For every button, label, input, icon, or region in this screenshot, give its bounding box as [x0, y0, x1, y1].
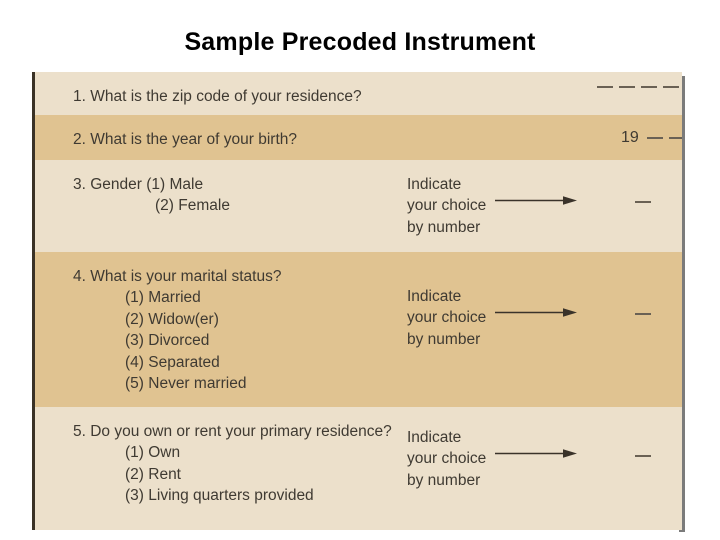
- question-4-option-2[interactable]: (2) Widow(er): [125, 310, 219, 328]
- indicate-instruction: Indicate your choice by number: [407, 286, 597, 350]
- question-4-option-3[interactable]: (3) Divorced: [125, 332, 210, 350]
- choice-blank[interactable]: [635, 455, 651, 457]
- right-arrow-icon: [495, 196, 577, 205]
- question-4-text: 4. What is your marital status? (1) Marr…: [35, 252, 407, 394]
- question-1-midcol: [407, 72, 597, 86]
- indicate-line-2: your choice: [407, 197, 487, 215]
- question-3-answer: [597, 160, 682, 203]
- page-title: Sample Precoded Instrument: [184, 28, 536, 56]
- question-5-option-3[interactable]: (3) Living quarters provided: [125, 487, 314, 505]
- birth-year-blanks[interactable]: 19: [597, 129, 682, 147]
- indicate-line-1: Indicate: [407, 176, 462, 193]
- blank-1[interactable]: [597, 86, 613, 88]
- blank-4[interactable]: [663, 86, 679, 88]
- indicate-line-1: Indicate: [407, 429, 462, 446]
- question-4-option-5[interactable]: (5) Never married: [125, 374, 247, 392]
- indicate-line-2: your choice: [407, 450, 487, 468]
- question-5-option-2[interactable]: (2) Rent: [125, 465, 181, 483]
- question-4-options: (1) Married (2) Widow(er) (3) Divorced (…: [73, 287, 407, 394]
- question-row-3: 3. Gender (1) Male (2) Female Indicate y…: [35, 160, 682, 252]
- question-row-2: 2. What is the year of your birth? 19: [35, 115, 682, 160]
- choice-blank[interactable]: [635, 313, 651, 315]
- indicate-instruction: Indicate your choice by number: [407, 427, 597, 491]
- choice-blank[interactable]: [635, 201, 651, 203]
- question-5-answer: [597, 407, 682, 457]
- question-2-midcol: [407, 115, 597, 129]
- question-2-answer: 19: [597, 115, 682, 147]
- question-5-options: (1) Own (2) Rent (3) Living quarters pro…: [73, 442, 407, 506]
- indicate-line-3: by number: [407, 471, 481, 489]
- question-3-midcol: Indicate your choice by number: [407, 160, 597, 238]
- question-5-option-1[interactable]: (1) Own: [125, 444, 181, 462]
- question-row-5: 5. Do you own or rent your primary resid…: [35, 407, 682, 530]
- indicate-instruction: Indicate your choice by number: [407, 174, 597, 238]
- question-2-stem: 2. What is the year of your birth?: [73, 131, 297, 148]
- blank-2[interactable]: [619, 86, 635, 88]
- blank-2[interactable]: [668, 137, 682, 139]
- question-5-stem: 5. Do you own or rent your primary resid…: [73, 423, 392, 440]
- blank-1[interactable]: [646, 137, 663, 139]
- indicate-line-2: your choice: [407, 309, 487, 327]
- question-5-text: 5. Do you own or rent your primary resid…: [35, 407, 407, 507]
- question-2-text: 2. What is the year of your birth?: [35, 115, 407, 150]
- indicate-line-3: by number: [407, 330, 481, 348]
- question-1-answer: [597, 72, 682, 88]
- question-4-option-1[interactable]: (1) Married: [125, 289, 201, 307]
- zip-code-blanks[interactable]: [597, 86, 682, 88]
- question-3-stem: 3. Gender (1) Male: [73, 176, 204, 193]
- year-prefix-label: 19: [621, 129, 639, 146]
- indicate-line-1: Indicate: [407, 288, 462, 305]
- question-1-stem: 1. What is the zip code of your residenc…: [73, 88, 362, 105]
- question-4-midcol: Indicate your choice by number: [407, 252, 597, 350]
- question-4-stem: 4. What is your marital status?: [73, 268, 282, 285]
- question-row-1: 1. What is the zip code of your residenc…: [35, 72, 682, 115]
- panel-drop-shadow: [679, 76, 685, 532]
- question-5-midcol: Indicate your choice by number: [407, 407, 597, 491]
- question-3-option-2[interactable]: (2) Female: [155, 197, 230, 215]
- question-row-4: 4. What is your marital status? (1) Marr…: [35, 252, 682, 407]
- instrument-panel: 1. What is the zip code of your residenc…: [32, 72, 682, 530]
- indicate-line-3: by number: [407, 218, 481, 236]
- blank-3[interactable]: [641, 86, 657, 88]
- right-arrow-icon: [495, 308, 577, 317]
- question-3-text: 3. Gender (1) Male (2) Female: [35, 160, 407, 217]
- question-4-option-4[interactable]: (4) Separated: [125, 353, 220, 371]
- question-1-text: 1. What is the zip code of your residenc…: [35, 72, 407, 107]
- right-arrow-icon: [495, 449, 577, 458]
- question-4-answer: [597, 252, 682, 315]
